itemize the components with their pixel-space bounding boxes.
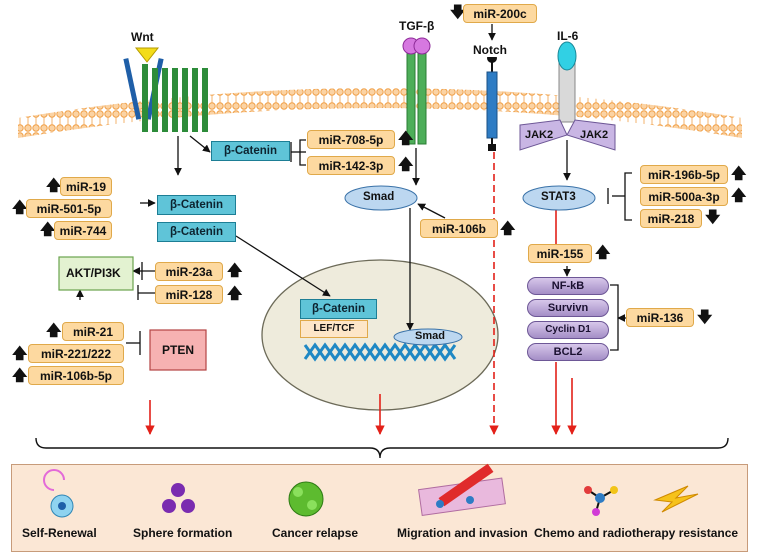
mir-19-box: miR-19 (60, 177, 112, 196)
mir221-up-arrow: 🡅 (12, 345, 28, 362)
sphere-formation-icon (162, 483, 195, 513)
mir708-up-arrow: 🡅 (398, 130, 414, 147)
mir128-up-arrow: 🡅 (227, 285, 243, 302)
tgfb-label: TGF-β (399, 19, 435, 33)
mir-21-box: miR-21 (62, 322, 124, 341)
mir-142-3p-box: miR-142-3p (307, 156, 395, 175)
jak2-left-label: JAK2 (525, 129, 554, 141)
survivin-node: Survivn (527, 299, 609, 317)
mir501-up-arrow: 🡅 (12, 199, 28, 216)
mir-136-box: miR-136 (626, 308, 694, 327)
mir-128-box: miR-128 (155, 285, 223, 304)
pten-node: PTEN (162, 343, 195, 357)
outcome-self-renewal: Self-Renewal (22, 526, 97, 540)
outcomes-panel (11, 464, 748, 552)
chemo-resistance-icon (584, 485, 699, 516)
mir-501-5p-box: miR-501-5p (26, 199, 112, 218)
tgfb-receptor (402, 37, 431, 145)
cyclin-d1-node: Cyclin D1 (527, 321, 609, 339)
beta-catenin-nucleus: β-Catenin (300, 299, 377, 319)
mir155-up-arrow: 🡅 (595, 244, 611, 261)
mir218-down-arrow: 🡇 (705, 209, 721, 226)
mir-200c-box: miR-200c (463, 4, 537, 23)
il6-receptor (519, 41, 616, 151)
beta-catenin-2: β-Catenin (157, 222, 236, 242)
jak2-right-label: JAK2 (580, 129, 609, 141)
self-renewal-icon (43, 469, 74, 518)
il6-label: IL-6 (557, 29, 579, 43)
mir21-up-arrow: 🡅 (46, 322, 62, 339)
mir200c-down-arrow: 🡇 (450, 4, 466, 21)
outcome-sphere-formation: Sphere formation (133, 526, 233, 540)
migration-invasion-icon (418, 463, 506, 517)
akt-pi3k-node: AKT/PI3K (66, 266, 121, 280)
smad-cytoplasm: Smad (363, 191, 395, 203)
mir19-up-arrow: 🡅 (46, 177, 62, 194)
mir-500a-3p-box: miR-500a-3p (640, 187, 728, 206)
lef-tcf-box: LEF/TCF (300, 320, 368, 338)
smad-nucleus: Smad (415, 330, 445, 342)
mir-708-5p-box: miR-708-5p (307, 130, 395, 149)
mir-218-box: miR-218 (640, 209, 702, 228)
dna-helix (303, 342, 457, 362)
notch-label: Notch (473, 43, 507, 57)
mir106b-up-arrow: 🡅 (500, 220, 516, 237)
beta-catenin-1: β-Catenin (157, 195, 236, 215)
wnt-receptor (123, 47, 208, 132)
outcome-cancer-relapse: Cancer relapse (272, 526, 359, 540)
mir23a-up-arrow: 🡅 (227, 262, 243, 279)
mir-221-222-box: miR-221/222 (28, 344, 124, 363)
mir-196b-5p-box: miR-196b-5p (640, 165, 728, 184)
mir-155-box: miR-155 (528, 244, 592, 263)
outcome-migration-invasion: Migration and invasion (397, 526, 528, 540)
stat3-node: STAT3 (541, 191, 576, 203)
mir-106b-5p-box: miR-106b-5p (28, 366, 124, 385)
mir744-up-arrow: 🡅 (40, 221, 56, 238)
mir136-down-arrow: 🡇 (697, 309, 713, 326)
mir196b-up-arrow: 🡅 (731, 165, 747, 182)
mir-106b-box: miR-106b (420, 219, 498, 238)
outcome-chemo-resistance: Chemo and radiotherapy resistance (534, 526, 739, 540)
cancer-relapse-icon (288, 481, 324, 517)
mir500a-up-arrow: 🡅 (731, 187, 747, 204)
nfkb-node: NF-kB (527, 277, 609, 295)
wnt-label: Wnt (131, 30, 154, 44)
bcl2-node: BCL2 (527, 343, 609, 361)
mir142-up-arrow: 🡅 (398, 156, 414, 173)
outcome-brace (35, 437, 729, 459)
mir106b5p-up-arrow: 🡅 (12, 367, 28, 384)
mir-744-box: miR-744 (54, 221, 112, 240)
mir-23a-box: miR-23a (155, 262, 223, 281)
beta-catenin-membrane: β-Catenin (211, 141, 290, 161)
